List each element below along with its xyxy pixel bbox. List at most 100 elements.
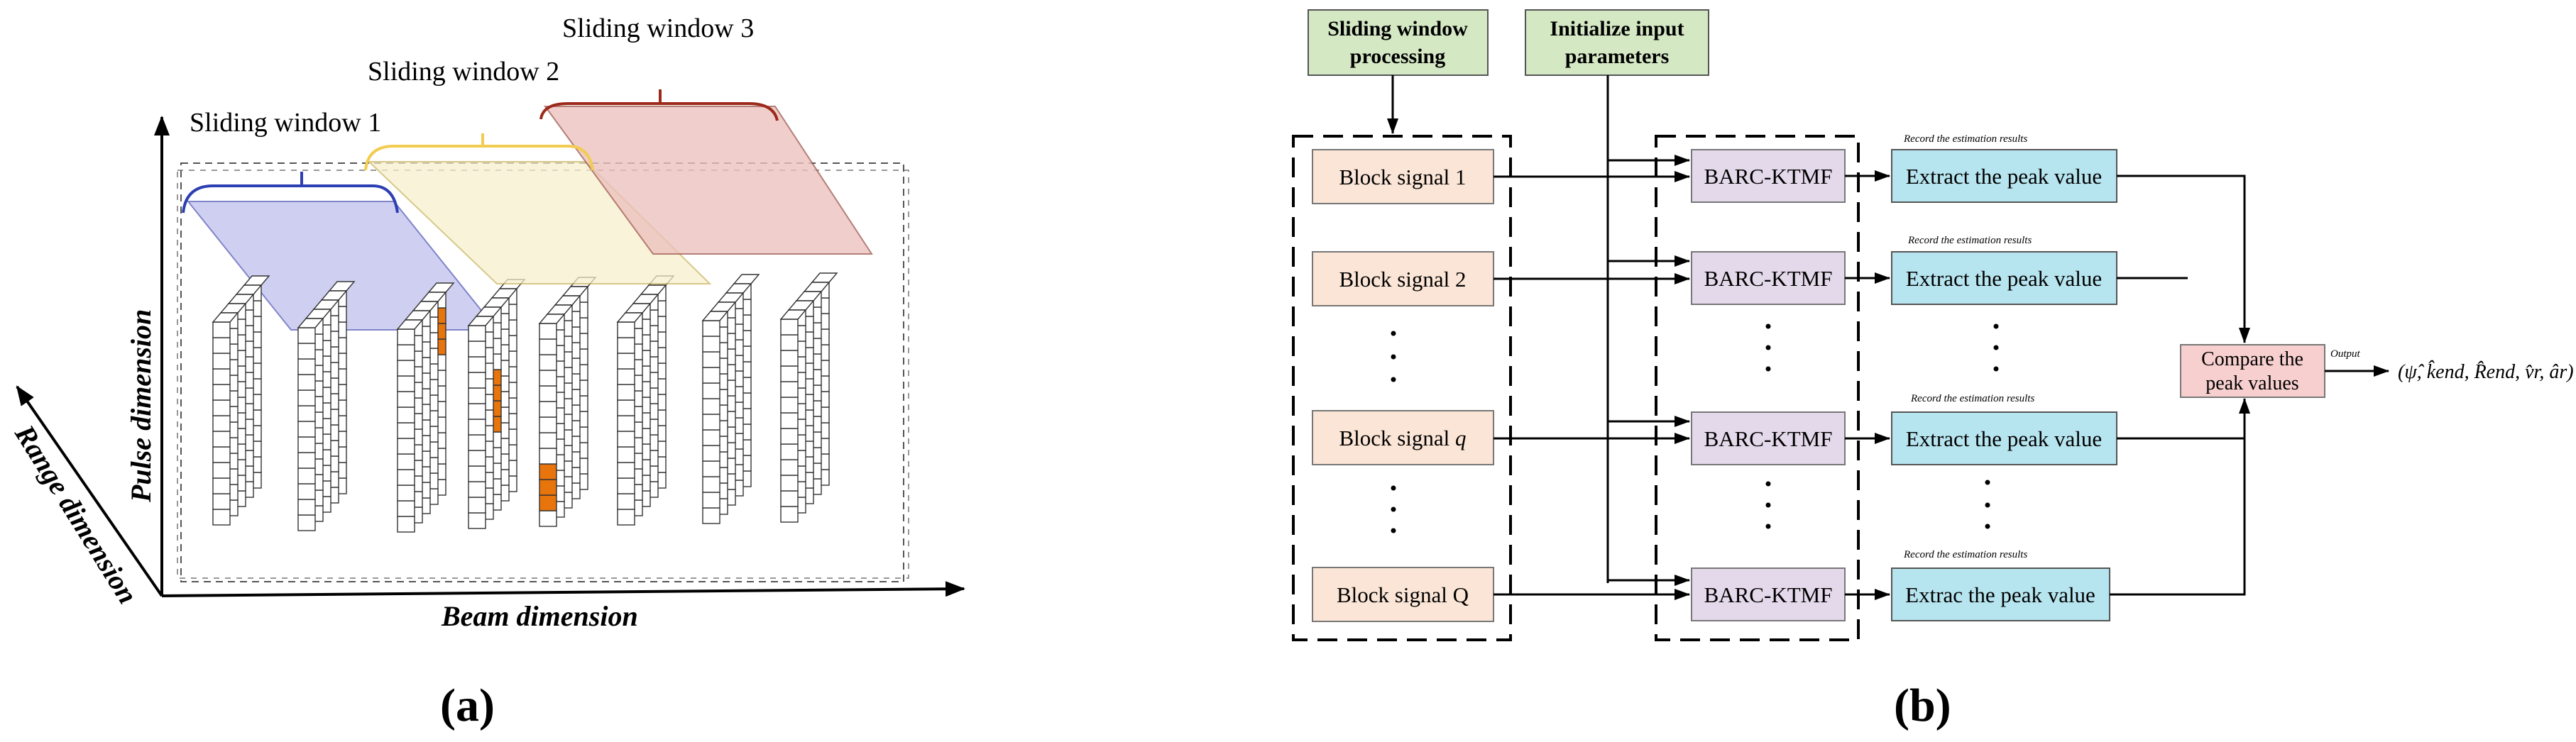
ellipsis-dot: [1391, 354, 1396, 360]
ellipsis-dot: [1765, 366, 1771, 372]
grid-cell: [397, 344, 415, 361]
record-results-1-label: Record the estimation results: [1903, 133, 2027, 145]
grid-cell: [702, 336, 720, 353]
grid-cell: [468, 450, 486, 467]
barc-ktmf-4-box: [1691, 567, 1846, 621]
ellipsis-dot: [1391, 528, 1396, 533]
block-signal-q-box: [1312, 410, 1494, 465]
extract4-to-compare-line: [2110, 438, 2246, 596]
grid-cell: [780, 459, 799, 476]
extract-peak-1-box: [1891, 149, 2117, 203]
grid-cell: [702, 382, 720, 399]
ellipsis-dot: [1765, 345, 1771, 350]
panel-b-flowchart: Sliding window processing Initialize inp…: [1292, 9, 2574, 731]
data-volume-back-dashed: [180, 162, 904, 582]
ellipsis-dot: [1391, 377, 1396, 382]
barc-ktmf-dashed-group: [1655, 135, 1860, 641]
ellipsis-dot: [1765, 502, 1771, 508]
grid-cell: [780, 506, 799, 523]
grid-cell: [617, 399, 635, 416]
grid-cell: [397, 484, 415, 502]
flow-rows: Block signal 1 BARC-KTMF Extract the pea…: [1312, 133, 2117, 622]
extract-peak-4-label: Extrac the peak value: [1905, 582, 2095, 607]
grid-cell: [297, 405, 316, 422]
grid-cell: [212, 431, 231, 448]
grid-cell: [780, 319, 799, 336]
grid-cell: [617, 353, 635, 370]
grid-cell: [702, 460, 720, 477]
grid-cell: [212, 353, 231, 370]
panel-a-sliding-window-diagram: Sliding window 1 Sliding window 2 Slidin…: [9, 13, 965, 731]
grid-cell: [702, 445, 720, 462]
grid-cell: [297, 327, 316, 344]
grid-cell: [617, 462, 635, 479]
grid-cell-top: [616, 312, 644, 323]
ellipsis-dot: [1391, 485, 1396, 491]
grid-cell-top: [779, 309, 807, 320]
grid-cell: [212, 477, 231, 494]
grid-cell-top: [212, 312, 239, 323]
grid-cell: [617, 384, 635, 401]
extract-peak-4-box: [1891, 567, 2110, 621]
ellipsis-dot: [1985, 480, 1990, 485]
panel-a-caption: (a): [440, 680, 495, 731]
block-signal-Q-box: [1312, 567, 1494, 622]
grid-cell: [297, 389, 316, 406]
grid-cell: [212, 509, 231, 526]
sliding-window-3-label: Sliding window 3: [562, 13, 754, 43]
sliding-window-1-bracket: [182, 184, 399, 214]
grid-cell: [617, 337, 635, 354]
grid-cell: [780, 334, 799, 351]
grid-cell-top: [396, 319, 424, 330]
grid-cell: [539, 338, 557, 355]
record-results-3-label: Record the estimation results: [1910, 393, 2034, 404]
grid-cell: [702, 429, 720, 446]
grid-cell: [780, 365, 799, 382]
ellipsis-dot: [1765, 481, 1771, 487]
grid-cell-top: [538, 314, 566, 324]
grid-cell: [780, 397, 799, 414]
record-results-2-label: Record the estimation results: [1907, 235, 2032, 246]
grid-cell: [539, 416, 557, 433]
grid-cell: [468, 497, 486, 514]
grid-cell: [780, 350, 799, 367]
grid-cell: [539, 479, 557, 496]
grid-cell: [539, 385, 557, 402]
block-signal-2-label: Block signal 2: [1339, 267, 1466, 292]
extract-peak-2-box: [1891, 251, 2117, 305]
grid-cell: [539, 370, 557, 387]
grid-cell: [468, 403, 486, 420]
grid-cell: [702, 351, 720, 368]
grid-cell: [212, 493, 231, 510]
grid-cell: [297, 358, 316, 375]
grid-cell: [297, 499, 316, 516]
initialize-input-parameters-box: [1525, 9, 1709, 76]
grid-cell: [212, 368, 231, 385]
grid-cell: [212, 399, 231, 416]
compare-peak-values-box: [2180, 344, 2325, 398]
grid-cell: [617, 368, 635, 385]
grid-cell-top: [811, 272, 838, 283]
panel-b-caption: (b): [1894, 680, 1951, 731]
sliding-window-processing-line1: Sliding window: [1327, 17, 1468, 40]
extract-peak-3-label: Extract the peak value: [1906, 426, 2102, 451]
extract-peak-2-label: Extract the peak value: [1906, 266, 2102, 291]
grid-cell: [617, 321, 635, 338]
grid-cell: [702, 320, 720, 337]
ellipsis-dot: [1993, 366, 1999, 372]
extract-peak-3-box: [1891, 411, 2117, 465]
barc-ktmf-1-box: [1691, 149, 1846, 203]
grid-cell: [702, 507, 720, 524]
beam-dimension-label: Beam dimension: [441, 600, 638, 632]
grid-cell: [468, 387, 486, 404]
barc-ktmf-2-label: BARC-KTMF: [1704, 266, 1833, 291]
initialize-input-parameters-line2: parameters: [1565, 45, 1670, 68]
grid-cell: [702, 367, 720, 384]
record-results-4-label: Record the estimation results: [1903, 549, 2027, 560]
barc-ktmf-3-label: BARC-KTMF: [1704, 426, 1833, 451]
extract1-to-compare-arrow: [2117, 175, 2250, 343]
grid-cell: [297, 421, 316, 438]
grid-cell: [539, 510, 557, 527]
grid-cell: [397, 422, 415, 439]
